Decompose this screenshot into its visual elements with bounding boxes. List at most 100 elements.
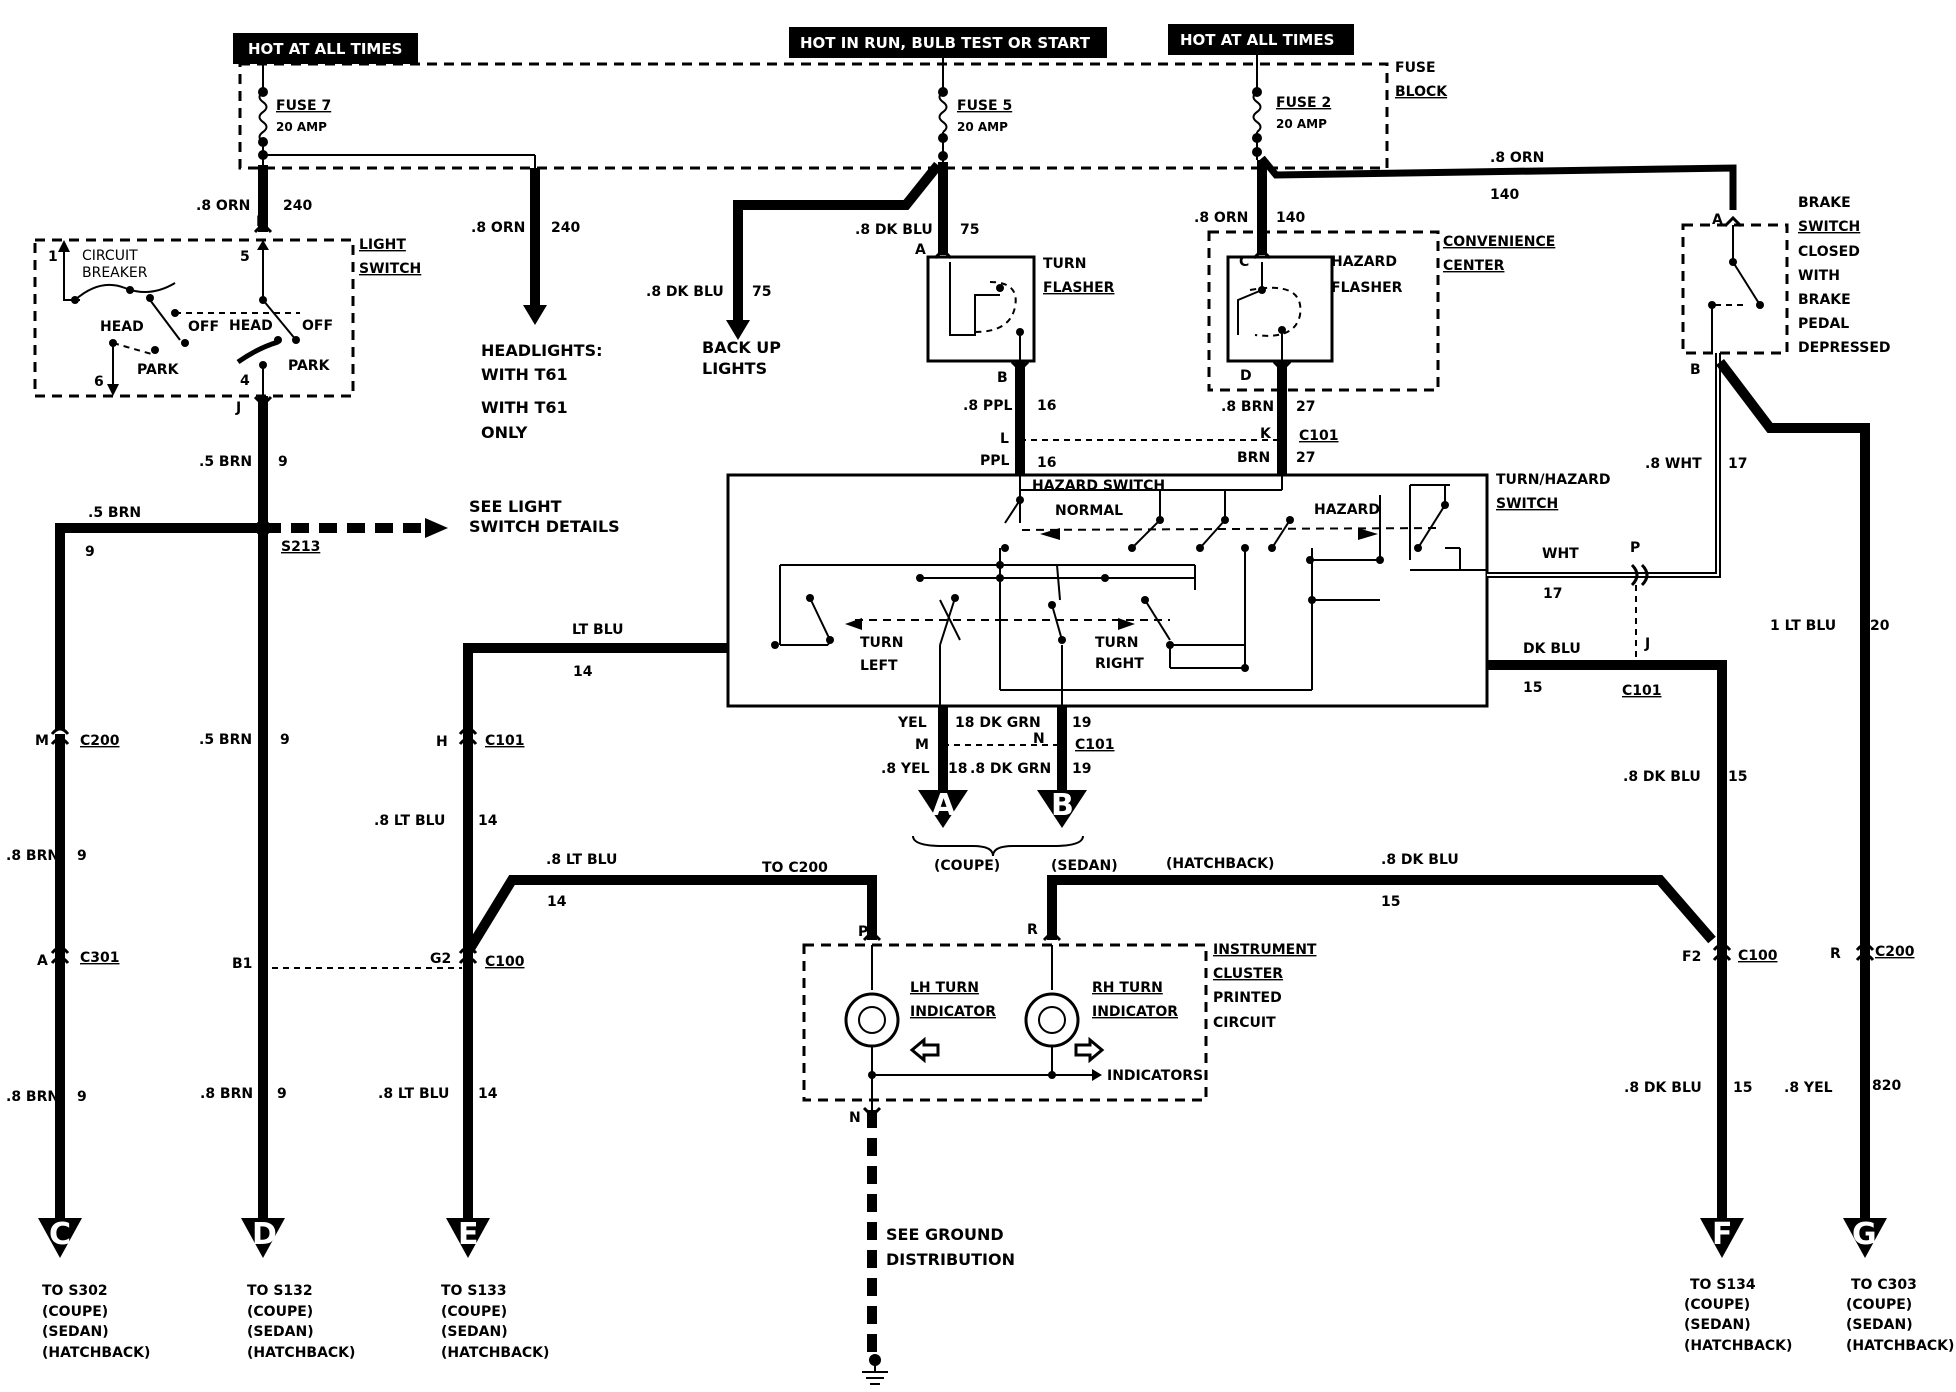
diagram-label: FLASHER — [1043, 280, 1115, 296]
diagram-label: 140 — [1490, 187, 1519, 203]
diagram-label: .8 PPL — [963, 398, 1012, 414]
diagram-label: 9 — [280, 732, 290, 748]
diagram-label: SWITCH DETAILS — [469, 517, 620, 536]
hazard-flasher-box — [1226, 255, 1334, 363]
fuse-2-amp: 20 AMP — [1276, 117, 1327, 131]
diagram-label: 240 — [551, 220, 580, 236]
diagram-label: .8 BRN — [6, 848, 59, 864]
diagram-label: NORMAL — [1055, 503, 1123, 519]
diagram-label: C101 — [1075, 737, 1115, 753]
diagram-label: 14 — [573, 664, 593, 680]
diagram-label: HEAD — [100, 319, 144, 335]
diagram-label: SEE LIGHT — [469, 497, 562, 516]
diagram-label: 14 — [547, 894, 567, 910]
diagram-label: A — [915, 242, 926, 258]
diagram-label: TO S132 — [247, 1283, 313, 1299]
diagram-label: (HATCHBACK) — [1166, 856, 1274, 872]
fuse-block-label-2: BLOCK — [1395, 84, 1448, 100]
convenience-center-box — [1207, 230, 1440, 392]
diagram-label: 18 — [948, 761, 967, 777]
diagram-label: INSTRUMENT — [1213, 942, 1317, 958]
diagram-label: 5 — [240, 249, 250, 265]
diagram-label: R — [1027, 922, 1038, 938]
diagram-label: .8 DK BLU — [1624, 1080, 1702, 1096]
diagram-label: C101 — [1622, 683, 1662, 699]
diagram-label: DISTRIBUTION — [886, 1250, 1015, 1269]
fuse-7: FUSE 7 20 AMP — [258, 64, 331, 165]
diagram-label: S213 — [281, 539, 320, 555]
diagram-label: (SEDAN) — [42, 1324, 109, 1340]
fuse-7-amp: 20 AMP — [276, 120, 327, 134]
diagram-label: LIGHTS — [702, 359, 767, 378]
terminal-F: F — [1700, 1217, 1744, 1258]
diagram-label: (COUPE) — [934, 858, 1000, 874]
diagram-label: INDICATOR — [910, 1004, 996, 1020]
diagram-label: .8 DK BLU — [1381, 852, 1459, 868]
diagram-label: R — [1830, 946, 1841, 962]
connector-c100-left: G2 C100 — [430, 946, 525, 970]
diagram-label: 14 — [478, 813, 498, 829]
diagram-label: 140 — [1276, 210, 1305, 226]
diagram-label: (COUPE) — [247, 1304, 313, 1320]
diagram-label: TO C200 — [762, 860, 828, 876]
diagram-label: B — [1690, 362, 1701, 378]
diagram-label: J — [235, 400, 241, 416]
diagram-label: INDICATORS — [1107, 1068, 1203, 1084]
diagram-label: TO S302 — [42, 1283, 108, 1299]
diagram-label: B1 — [232, 956, 252, 972]
diagram-label: SWITCH — [359, 261, 421, 277]
diagram-label: .8 ORN — [471, 220, 525, 236]
diagram-label: TURN — [1095, 635, 1138, 651]
diagram-label: TURN — [860, 635, 903, 651]
dest-D: TO S132 (COUPE) (SEDAN) (HATCHBACK) — [247, 1283, 355, 1361]
diagram-label: 9 — [278, 454, 288, 470]
diagram-label: 820 — [1872, 1078, 1901, 1094]
diagram-label: 1 LT BLU — [1770, 618, 1836, 634]
diagram-label: A — [37, 953, 48, 969]
diagram-label: 4 — [240, 373, 250, 389]
diagram-label: 18 DK GRN — [955, 715, 1041, 731]
diagram-label: G — [1852, 1217, 1877, 1252]
diagram-label: CENTER — [1443, 258, 1505, 274]
diagram-label: (COUPE) — [1846, 1297, 1912, 1313]
diagram-label: 17 — [1728, 456, 1747, 472]
diagram-label: FLASHER — [1331, 280, 1403, 296]
fuse-5: FUSE 5 20 AMP — [938, 82, 1012, 162]
diagram-label: C301 — [80, 950, 120, 966]
terminal-D: D — [241, 1217, 285, 1258]
wire-15-ic — [1047, 875, 1716, 944]
diagram-label: (SEDAN) — [1846, 1317, 1913, 1333]
diagram-label: N — [849, 1110, 861, 1126]
dest-F: TO S134 (COUPE) (SEDAN) (HATCHBACK) — [1684, 1277, 1792, 1354]
diagram-label: LEFT — [860, 658, 898, 674]
diagram-label: 20 — [1870, 618, 1890, 634]
light-switch-title: LIGHT — [359, 237, 406, 253]
light-switch-box — [33, 238, 355, 398]
diagram-label: .8 DK BLU — [1623, 769, 1701, 785]
diagram-label: HAZARD — [1314, 502, 1380, 518]
diagram-label: SEE GROUND — [886, 1225, 1004, 1244]
turn-flasher-box — [926, 255, 1036, 363]
diagram-label: (SEDAN) — [1684, 1317, 1751, 1333]
connector-c100-right: F2 C100 — [1682, 943, 1778, 965]
switch-nodes — [771, 496, 1449, 672]
wire-14-ic — [463, 875, 877, 955]
diagram-label: .8 LT BLU — [378, 1086, 449, 1102]
diagram-label: HEAD — [229, 318, 273, 334]
diagram-label: OFF — [188, 319, 219, 335]
diagram-label: HOT AT ALL TIMES — [1180, 31, 1334, 49]
diagram-label: 9 — [277, 1086, 287, 1102]
diagram-label: 240 — [283, 198, 312, 214]
diagram-label: WHT — [1542, 546, 1579, 562]
diagram-label: 17 — [1543, 586, 1562, 602]
wire-14-left — [463, 643, 728, 1220]
lh-turn-indicator-bulb — [844, 992, 900, 1048]
fuse-block-label: FUSE — [1395, 60, 1436, 76]
diagram-label: PRINTED — [1213, 990, 1282, 1006]
diagram-label: DEPRESSED — [1798, 340, 1891, 356]
diagram-label: G2 — [430, 951, 451, 967]
diagram-label: .8 YEL — [881, 761, 930, 777]
diagram-label: (SEDAN) — [1051, 858, 1118, 874]
diagram-label: (COUPE) — [441, 1304, 507, 1320]
